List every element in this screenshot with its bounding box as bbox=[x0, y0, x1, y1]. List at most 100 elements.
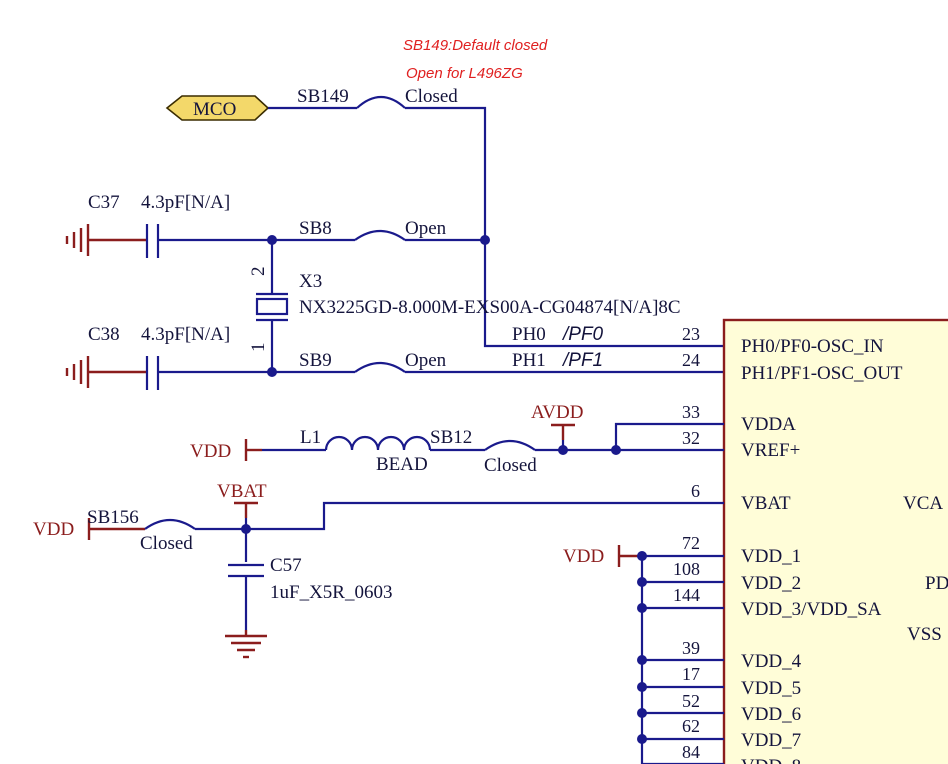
crystal-icon bbox=[255, 292, 289, 322]
junction-vdd2 bbox=[637, 577, 647, 587]
ic-pin-name: PH1/PF1-OSC_OUT bbox=[741, 363, 903, 384]
c57-capacitor-icon bbox=[228, 563, 264, 578]
vbat-label: VBAT bbox=[217, 481, 267, 502]
inductor-icon bbox=[324, 435, 432, 451]
ic-pin-84: 84 VDD_8 bbox=[682, 742, 801, 764]
c57-ref: C57 bbox=[270, 555, 302, 576]
junction-avdd bbox=[558, 445, 568, 455]
l1-value: BEAD bbox=[376, 454, 428, 475]
ic-pin-name: VDD_5 bbox=[741, 678, 801, 699]
ic-pin-name: VBAT bbox=[741, 493, 791, 514]
junction-vdd3 bbox=[637, 603, 647, 613]
ic-pin-39: 39 VDD_4 bbox=[682, 638, 802, 672]
ic-pin-number: 6 bbox=[691, 481, 700, 501]
annotation-line-1: SB149:Default closed bbox=[403, 37, 548, 54]
ic-pin-name: VDD_6 bbox=[741, 704, 801, 725]
avdd-label: AVDD bbox=[531, 402, 583, 423]
ic-pin-24: 24 PH1/PF1-OSC_OUT bbox=[682, 350, 903, 384]
c38-value: 4.3pF[N/A] bbox=[141, 324, 230, 345]
annotation-line-2: Open for L496ZG bbox=[406, 65, 523, 82]
ic-pin-name: VDD_4 bbox=[741, 651, 802, 672]
avdd-power-icon bbox=[551, 423, 575, 440]
junction-vdd7 bbox=[637, 734, 647, 744]
ic-right-label-pd: PD bbox=[925, 573, 948, 594]
c37-ground-icon bbox=[65, 224, 147, 256]
c57-ground-icon bbox=[225, 630, 267, 659]
ic-pin-144: 144 VDD_3/VDD_SA bbox=[673, 585, 882, 620]
junction-vdd5 bbox=[637, 682, 647, 692]
vdd-l1-label: VDD bbox=[190, 441, 231, 462]
sb12-bridge bbox=[484, 439, 536, 451]
ic-pin-33: 33 VDDA bbox=[682, 402, 796, 435]
junction-vdd1 bbox=[637, 551, 647, 561]
ic-pin-17: 17 VDD_5 bbox=[682, 664, 801, 699]
junction-vdda bbox=[611, 445, 621, 455]
sb8-ref: SB8 bbox=[299, 218, 332, 239]
vdd-bus-label: VDD bbox=[563, 546, 604, 567]
sb9-ref: SB9 bbox=[299, 350, 332, 371]
c57-value: 1uF_X5R_0603 bbox=[270, 582, 392, 603]
ic-pin-number: 33 bbox=[682, 402, 700, 422]
ic-pin-number: 52 bbox=[682, 691, 700, 711]
sb149-state: Closed bbox=[405, 86, 458, 107]
ic-pin-name: VDD_8 bbox=[741, 756, 801, 764]
junction-vdd6 bbox=[637, 708, 647, 718]
c37-ref: C37 bbox=[88, 192, 120, 213]
sb12-state: Closed bbox=[484, 455, 537, 476]
ic-pin-number: 23 bbox=[682, 324, 700, 344]
vbat-net-wire bbox=[195, 501, 724, 531]
ic-right-label-vca: VCA bbox=[903, 493, 943, 514]
ic-pin-72: 72 VDD_1 bbox=[682, 533, 801, 567]
net-ph0: PH0 bbox=[512, 324, 546, 345]
c37-capacitor-icon bbox=[145, 224, 160, 258]
ic-pin-name: VDD_1 bbox=[741, 546, 801, 567]
ic-pin-108: 108 VDD_2 bbox=[673, 559, 801, 594]
c38-ref: C38 bbox=[88, 324, 120, 345]
sb149-ref: SB149 bbox=[297, 86, 349, 107]
vdd-l1-power-icon bbox=[244, 439, 262, 461]
junction-c38 bbox=[267, 367, 277, 377]
ic-pin-name: VDD_2 bbox=[741, 573, 801, 594]
ic-pin-23: 23 PH0/PF0-OSC_IN bbox=[682, 324, 884, 357]
ic-pin-name: VREF+ bbox=[741, 440, 800, 461]
c38-capacitor-icon bbox=[145, 356, 160, 390]
net-ph1: PH1 bbox=[512, 350, 546, 371]
net-pf0: /PF0 bbox=[561, 324, 604, 345]
x3-pin1-number: 1 bbox=[248, 343, 269, 353]
ic-pin-number: 84 bbox=[682, 742, 700, 762]
sb149-bridge bbox=[356, 95, 406, 109]
vdd-sb156-power-icon bbox=[87, 518, 145, 540]
ic-pin-number: 32 bbox=[682, 428, 700, 448]
vdd-sb156-label: VDD bbox=[33, 519, 74, 540]
ic-pin-number: 39 bbox=[682, 638, 700, 658]
ic-pin-name: PH0/PF0-OSC_IN bbox=[741, 336, 884, 357]
net-pf1: /PF1 bbox=[561, 350, 603, 371]
ic-pin-number: 144 bbox=[673, 585, 700, 605]
ic-body bbox=[722, 318, 948, 764]
ic-pin-number: 72 bbox=[682, 533, 700, 553]
sb12-ref: SB12 bbox=[430, 427, 472, 448]
ic-pin-name: VDD_7 bbox=[741, 730, 801, 751]
mco-label: MCO bbox=[193, 99, 236, 120]
vbat-power-icon bbox=[234, 501, 258, 518]
vdda-wire bbox=[614, 422, 724, 450]
sb156-bridge bbox=[144, 518, 196, 530]
ic-pin-62: 62 VDD_7 bbox=[682, 716, 801, 751]
ic-pin-number: 17 bbox=[682, 664, 700, 684]
l1-ref: L1 bbox=[300, 427, 321, 448]
ic-right-label-vss: VSS bbox=[907, 624, 942, 645]
junction-sb8 bbox=[480, 235, 490, 245]
ic-pin-number: 62 bbox=[682, 716, 700, 736]
ic-pin-6: 6 VBAT bbox=[691, 481, 791, 514]
sb156-ref: SB156 bbox=[87, 507, 139, 528]
ic-pin-32: 32 VREF+ bbox=[682, 428, 800, 461]
ic-pin-name: VDDA bbox=[741, 414, 796, 435]
x3-ref: X3 bbox=[299, 271, 322, 292]
c38-ground-icon bbox=[65, 356, 147, 388]
ic-pin-52: 52 VDD_6 bbox=[682, 691, 801, 725]
sb9-bridge bbox=[354, 361, 406, 373]
ic-pin-name: VDD_3/VDD_SA bbox=[741, 599, 882, 620]
sb9-state: Open bbox=[405, 350, 447, 371]
sb156-state: Closed bbox=[140, 533, 193, 554]
